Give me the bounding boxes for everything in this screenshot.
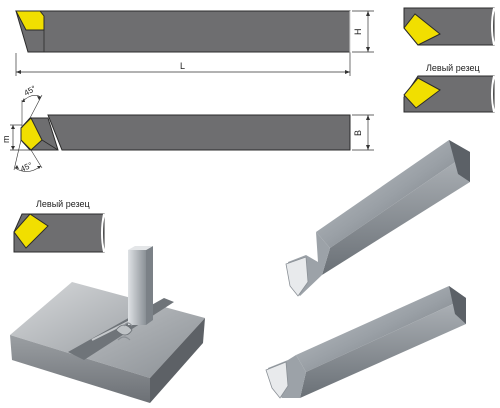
angle-top-label: 45° bbox=[23, 84, 38, 98]
width-label: B bbox=[353, 130, 363, 136]
cutter1-side-face bbox=[322, 152, 470, 275]
cutter-photo-1 bbox=[285, 140, 470, 297]
tool-body-top bbox=[47, 114, 351, 151]
workpiece-front bbox=[10, 335, 150, 403]
cutter1-insert bbox=[285, 256, 309, 297]
carbide-tip-right bbox=[403, 13, 441, 46]
cutter1-top-face bbox=[316, 140, 470, 248]
workpiece-side bbox=[150, 318, 205, 403]
side-view-drawing bbox=[15, 10, 374, 76]
cutter2-top-face bbox=[296, 286, 466, 372]
angle-bottom-label: 45° bbox=[19, 161, 34, 174]
cutter2-side-face bbox=[300, 298, 466, 398]
caption-left-cutter-2: Левый резец bbox=[36, 199, 90, 209]
cutter2-insert bbox=[265, 361, 289, 399]
tool-body-side bbox=[15, 10, 351, 53]
left-cutter-detail-1 bbox=[403, 75, 495, 113]
offset-label: m bbox=[1, 136, 11, 144]
carbide-tip-side bbox=[15, 10, 45, 31]
vertical-tool-bar bbox=[128, 250, 146, 325]
caption-left-cutter-1: Левый резец bbox=[426, 63, 480, 73]
cutter-photo-2 bbox=[265, 286, 466, 399]
carbide-tip-left-1 bbox=[403, 77, 441, 109]
carbide-tip-top bbox=[20, 117, 43, 151]
top-view-drawing bbox=[10, 94, 374, 172]
carbide-tip-left-2 bbox=[13, 213, 49, 249]
height-label: H bbox=[353, 29, 363, 36]
metal-chips bbox=[115, 324, 133, 336]
left-cutter-detail-2 bbox=[13, 213, 105, 253]
right-cutter-detail bbox=[403, 7, 495, 46]
machining-block-photo bbox=[10, 246, 205, 403]
length-label: L bbox=[180, 61, 185, 71]
